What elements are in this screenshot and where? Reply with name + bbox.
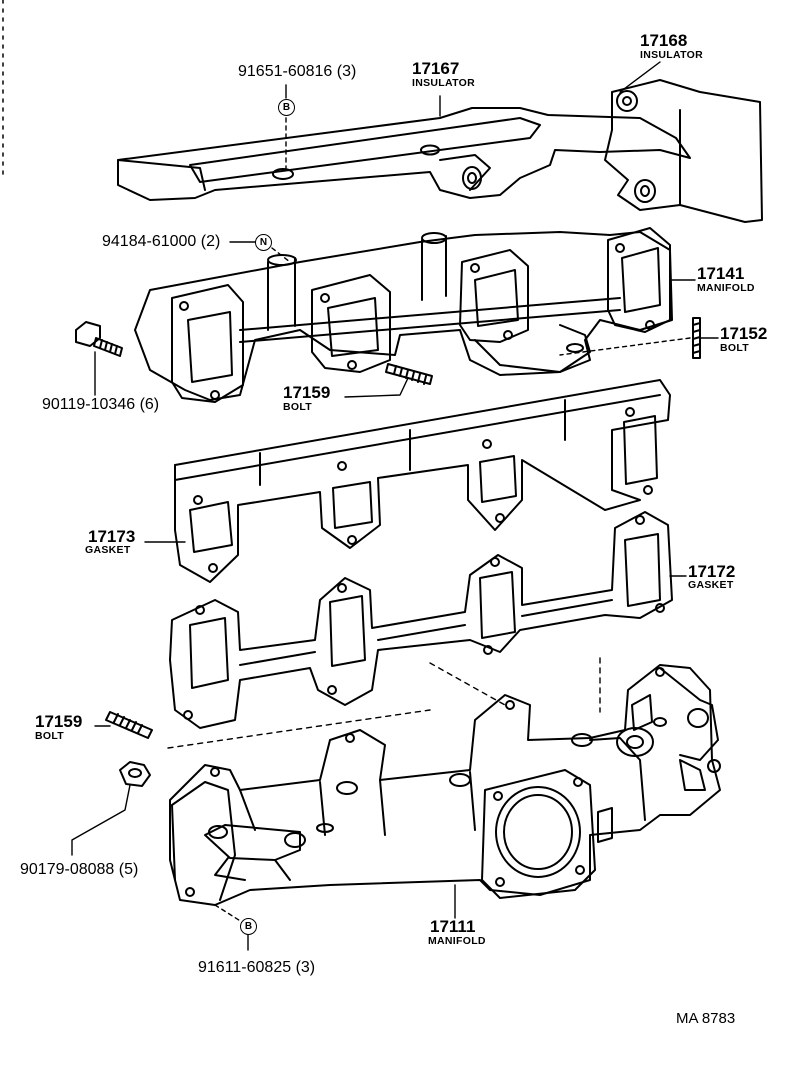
label-17152-name: BOLT (720, 342, 749, 354)
label-90119-number: 90119-10346 (6) (42, 396, 160, 413)
stud-17159-upper-drawing (385, 363, 433, 385)
label-90179-number: 90179-08088 (5) (20, 861, 139, 878)
label-91651-number: 91651-60816 (3) (238, 63, 357, 80)
manifold-17111-drawing (169, 664, 721, 906)
bolt-90119-drawing (75, 321, 123, 357)
label-17141-name: MANIFOLD (697, 282, 755, 294)
label-94184-number: 94184-61000 (2) (102, 233, 221, 250)
leader-lines (71, 61, 719, 951)
manifold-17141-drawing (134, 227, 673, 403)
label-17167-number: 17167 (412, 59, 460, 78)
insulator-17168-drawing (604, 79, 763, 223)
label-17168-name: INSULATOR (640, 49, 703, 61)
label-17172-name: GASKET (688, 579, 734, 591)
label-17141-number: 17141 (697, 264, 745, 283)
label-17159-lower-number: 17159 (35, 712, 83, 731)
label-17111-name: MANIFOLD (428, 935, 486, 947)
stud-17152-drawing (692, 317, 701, 359)
marker-b-top: B (278, 99, 295, 116)
marker-n: N (255, 234, 272, 251)
stud-17159-lower-drawing (105, 711, 153, 739)
figure-reference: MA 8783 (676, 1010, 736, 1027)
label-17159-upper-number: 17159 (283, 383, 331, 402)
label-17173-number: 17173 (88, 527, 136, 546)
marker-b-bottom: B (240, 918, 257, 935)
gasket-17173-drawing (174, 379, 671, 583)
label-17111-number: 17111 (430, 917, 476, 936)
label-17167-name: INSULATOR (412, 77, 475, 89)
label-17159-upper-name: BOLT (283, 401, 312, 413)
label-17173-name: GASKET (85, 544, 131, 556)
label-17172-number: 17172 (688, 562, 736, 581)
insulator-17167-drawing (117, 107, 691, 201)
label-17168-number: 17168 (640, 31, 688, 50)
label-17159-lower-name: BOLT (35, 730, 64, 742)
label-91611-number: 91611-60825 (3) (198, 959, 316, 976)
nut-90179-drawing (119, 761, 151, 787)
gasket-17172-drawing (169, 511, 673, 729)
label-17152-number: 17152 (720, 324, 768, 343)
